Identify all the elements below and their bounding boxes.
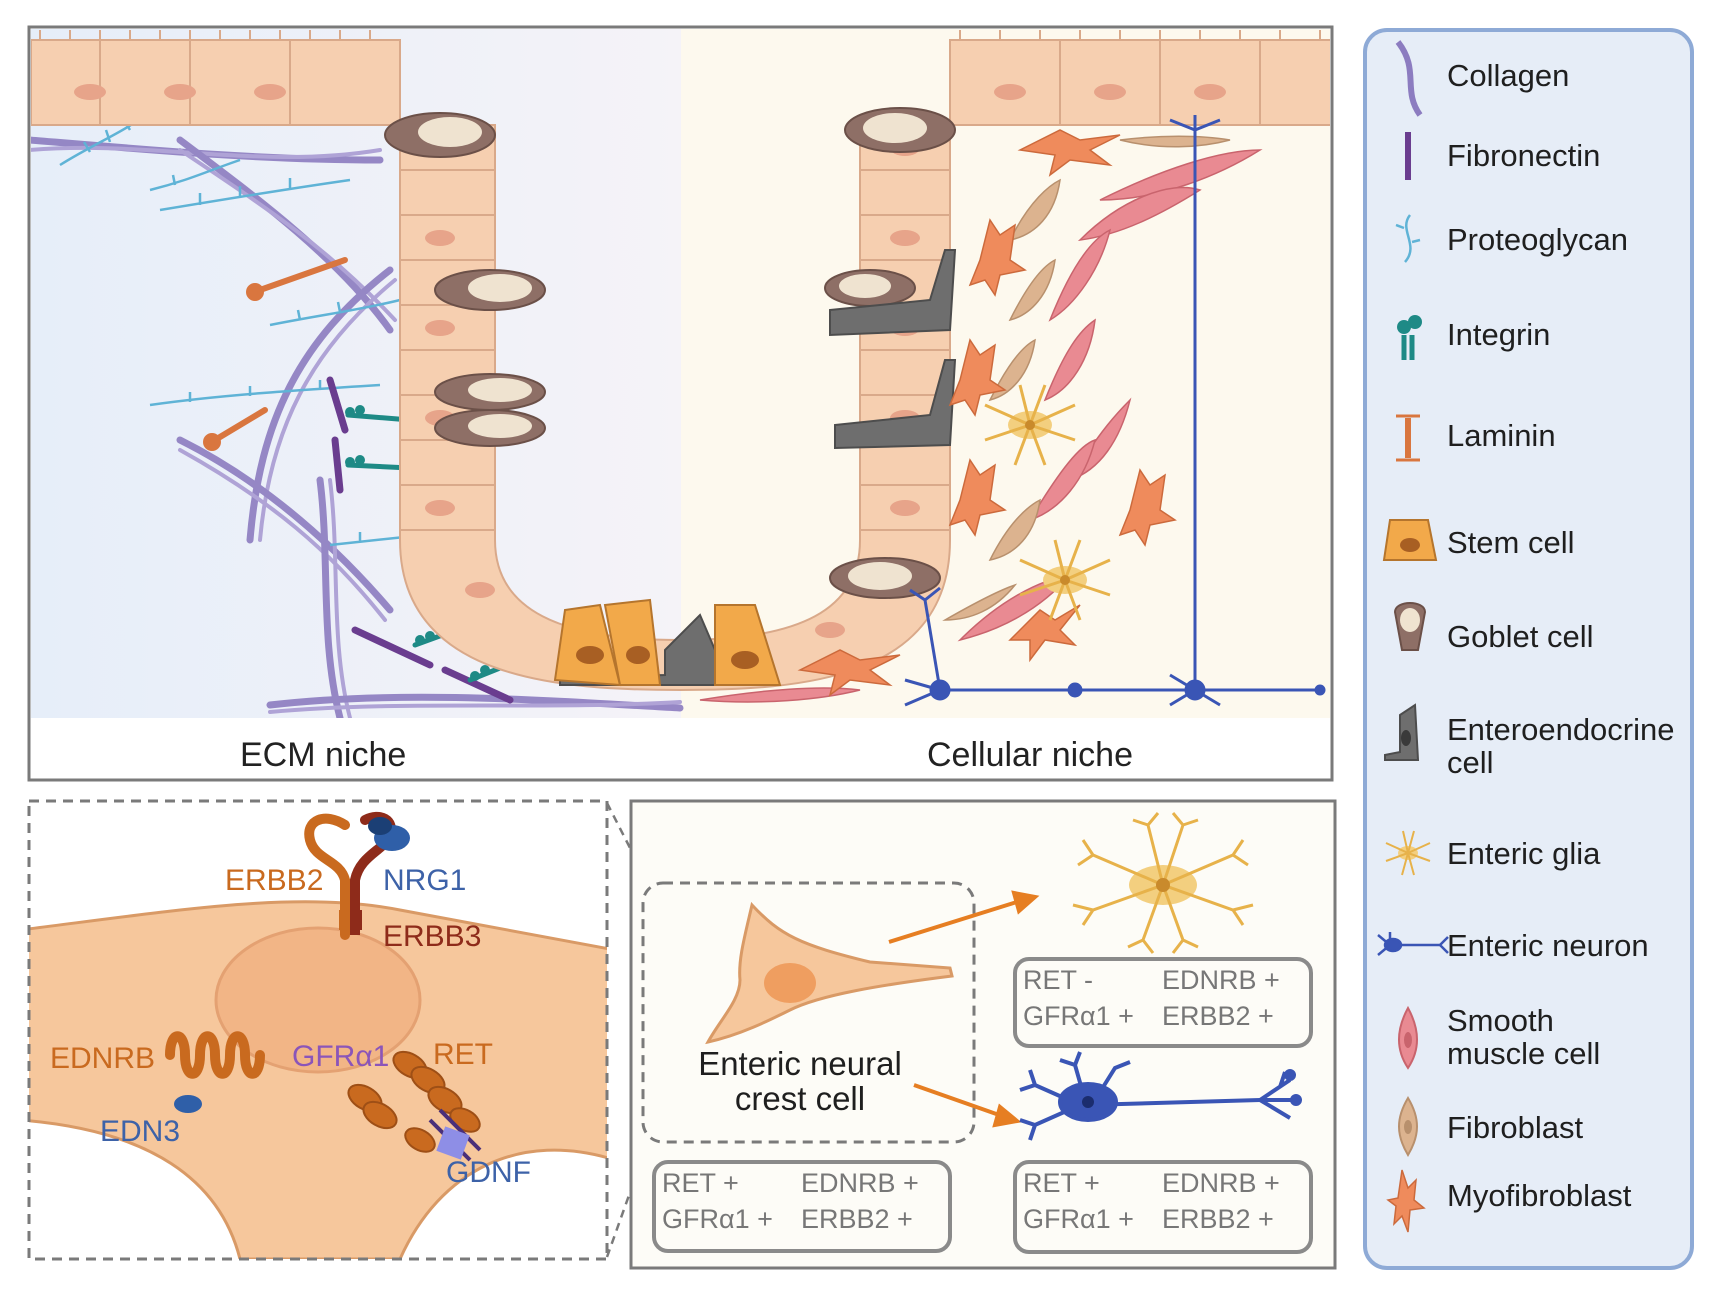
glia-marker-a: RET - bbox=[1023, 965, 1094, 995]
fibronectin-integrin bbox=[326, 376, 523, 704]
neuron-marker-box: RET + EDNRB + GFRα1 + ERBB2 + bbox=[1013, 1160, 1313, 1254]
erbb-receptor bbox=[304, 811, 410, 940]
differentiated-glia bbox=[1072, 812, 1254, 954]
legend-label-goblet-cell: Goblet cell bbox=[1447, 619, 1594, 654]
legend-label-fibroblast: Fibroblast bbox=[1447, 1110, 1584, 1145]
crest-cell-label-line1: Enteric neural bbox=[698, 1045, 902, 1082]
edn3-label: EDN3 bbox=[100, 1115, 181, 1148]
ednrb-receptor bbox=[165, 1031, 265, 1113]
neuron-marker-c: GFRα1 + bbox=[1023, 1204, 1134, 1234]
crest-cell-label-line2: crest cell bbox=[734, 1079, 866, 1117]
niche-glia bbox=[984, 384, 1111, 621]
legend-label-smooth-muscle-line2: muscle cell bbox=[1447, 1035, 1601, 1071]
source-crest-nucleus bbox=[764, 963, 816, 1003]
legend-label-fibronectin: Fibronectin bbox=[1447, 138, 1601, 173]
crest-cell-nucleus bbox=[214, 926, 422, 1074]
source-marker-box: RET + EDNRB + GFRα1 + ERBB2 + bbox=[652, 1160, 952, 1253]
neuron-marker-a: RET + bbox=[1023, 1168, 1100, 1198]
enteroendocrine-cell-icon bbox=[1384, 703, 1420, 761]
legend-label-stem-cell: Stem cell bbox=[1447, 525, 1575, 560]
niche-neurons bbox=[904, 115, 1326, 707]
legend-label-enteroendocrine-line1: Enteroendocrine bbox=[1447, 712, 1675, 747]
neuron-marker-b: EDNRB + bbox=[1162, 1168, 1280, 1198]
legend-label-enteroendocrine-line2: cell bbox=[1447, 744, 1494, 780]
collagen-icon bbox=[1395, 40, 1423, 117]
ecm-background bbox=[31, 29, 681, 718]
ednrb-label: EDNRB bbox=[50, 1042, 156, 1075]
ret-receptor bbox=[347, 1050, 482, 1162]
proteoglycan-icon bbox=[1395, 214, 1421, 263]
stem-cells bbox=[553, 598, 782, 687]
crypt-epithelium bbox=[31, 30, 1330, 692]
ecm-niche-label: ECM niche bbox=[240, 736, 407, 774]
gdnf-label: GDNF bbox=[446, 1156, 531, 1189]
differentiation-arrows bbox=[888, 890, 1040, 1128]
niche-panel bbox=[27, 25, 1334, 782]
legend-label-enteric-glia: Enteric glia bbox=[1447, 836, 1601, 871]
ret-label: RET bbox=[433, 1038, 493, 1071]
laminin-molecules bbox=[203, 257, 348, 451]
legend-label-enteric-neuron: Enteric neuron bbox=[1447, 928, 1649, 963]
enteric-glia-icon bbox=[1385, 830, 1431, 876]
legend-label-collagen: Collagen bbox=[1447, 58, 1570, 93]
source-marker-b: EDNRB + bbox=[801, 1168, 919, 1198]
legend-label-proteoglycan: Proteoglycan bbox=[1447, 222, 1628, 257]
source-marker-d: ERBB2 + bbox=[801, 1204, 913, 1234]
integrin-icon bbox=[1397, 315, 1422, 360]
enteroendocrine-cells bbox=[559, 249, 957, 686]
legend-label-smooth-muscle-line1: Smooth bbox=[1447, 1003, 1554, 1038]
erbb2-label: ERBB2 bbox=[225, 864, 324, 897]
source-cell-frame bbox=[641, 881, 976, 1144]
gfra1-label: GFRα1 bbox=[292, 1040, 390, 1073]
fibroblast-icon bbox=[1398, 1096, 1418, 1157]
legend-label-laminin: Laminin bbox=[1447, 418, 1556, 453]
erbb3-label: ERBB3 bbox=[383, 920, 482, 953]
cellular-niche-label: Cellular niche bbox=[927, 736, 1133, 774]
glia-marker-b: EDNRB + bbox=[1162, 965, 1280, 995]
source-marker-a: RET + bbox=[662, 1168, 739, 1198]
neuron-marker-d: ERBB2 + bbox=[1162, 1204, 1274, 1234]
legend-panel bbox=[1363, 28, 1694, 1270]
legend-label-smooth-muscle-cell: Smooth muscle cell bbox=[1447, 1003, 1601, 1071]
receptor-panel bbox=[27, 799, 609, 1261]
glia-marker-box: RET - EDNRB + GFRα1 + ERBB2 + bbox=[1013, 957, 1313, 1048]
legend-label-myofibroblast: Myofibroblast bbox=[1447, 1178, 1632, 1213]
enteric-neuron-icon bbox=[1377, 932, 1449, 956]
nrg1-label: NRG1 bbox=[383, 864, 467, 897]
mesenchymal-cells bbox=[699, 129, 1263, 703]
glia-marker-c: GFRα1 + bbox=[1023, 1001, 1134, 1031]
myofibroblast-icon bbox=[1386, 1169, 1426, 1233]
goblet-cells bbox=[384, 107, 956, 599]
smooth-muscle-cell-icon bbox=[1398, 1005, 1418, 1070]
legend-label-integrin: Integrin bbox=[1447, 317, 1551, 352]
legend-label-enteroendocrine-cell: Enteroendocrine cell bbox=[1447, 712, 1675, 780]
collagen-strands bbox=[31, 136, 684, 718]
source-marker-c: GFRα1 + bbox=[662, 1204, 773, 1234]
laminin-icon bbox=[1396, 414, 1420, 462]
glia-marker-d: ERBB2 + bbox=[1162, 1001, 1274, 1031]
crest-cell-label: Enteric neural crest cell bbox=[660, 1045, 940, 1117]
goblet-cell-icon bbox=[1393, 602, 1427, 651]
source-crest-cell bbox=[705, 901, 954, 1045]
crest-cell-body bbox=[29, 900, 607, 1259]
differentiated-neuron bbox=[1019, 1051, 1302, 1141]
stem-cell-icon bbox=[1382, 519, 1438, 561]
